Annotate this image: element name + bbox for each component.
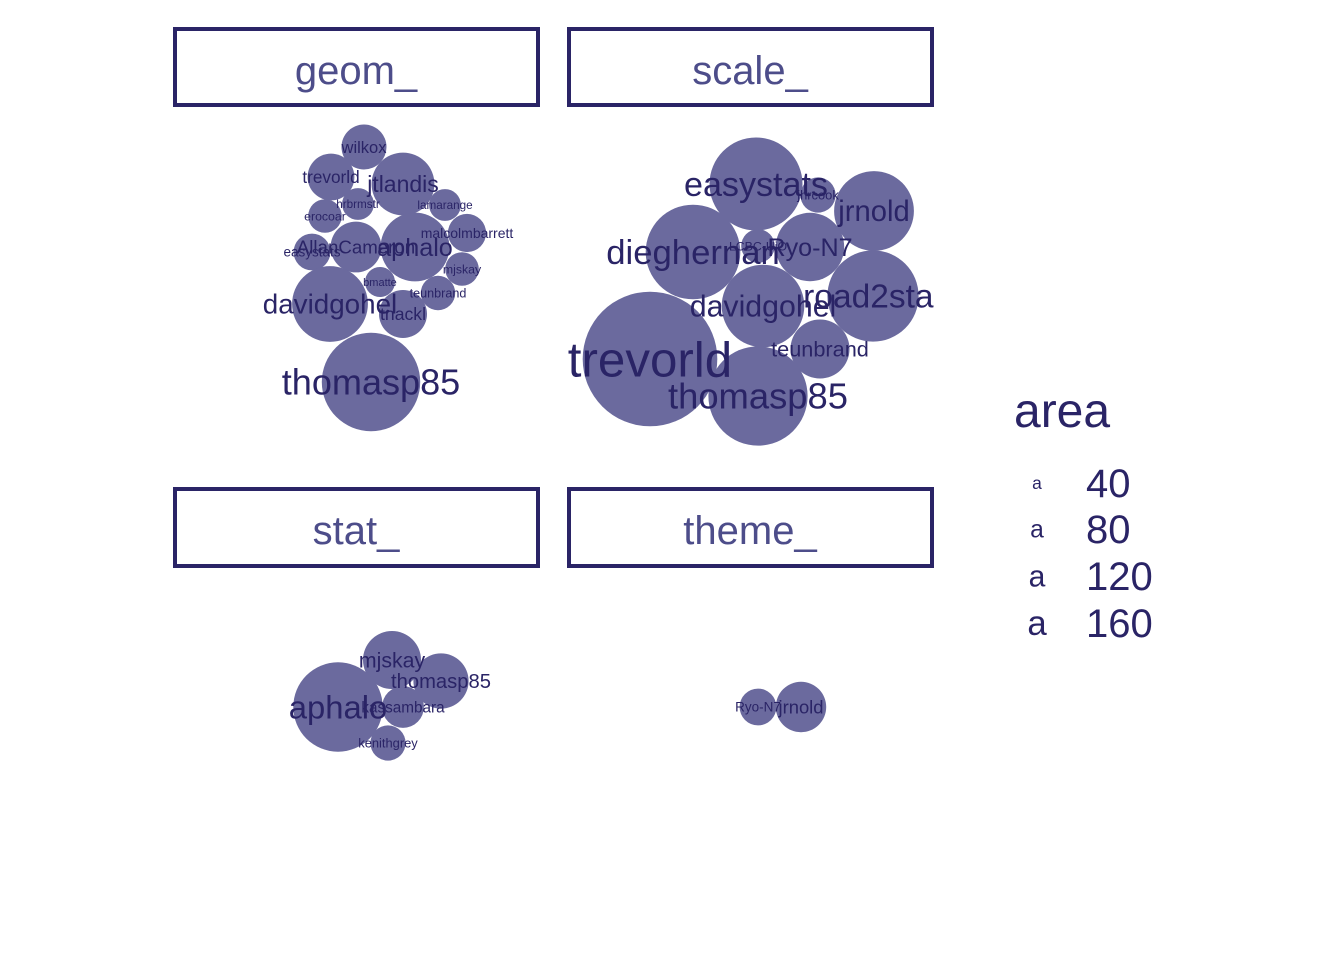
bubble-label-trevorld: trevorld — [568, 332, 732, 387]
bubble-label-easystats: easystats — [283, 245, 340, 260]
bubble-label-ryo-n7: Ryo-N7 — [735, 700, 781, 715]
bubble-ryo-n7 — [775, 212, 845, 282]
bubble-lcbc-uio — [741, 229, 775, 263]
bubble-trevorld — [307, 153, 355, 201]
bubble-label-davidgohel: davidgohel — [690, 291, 837, 324]
bubble-trevorld — [582, 291, 718, 427]
bubble-label-trevorld: trevorld — [302, 167, 359, 187]
bubble-label-kenithgrey: kenithgrey — [358, 736, 418, 751]
bubble-jrnold — [775, 681, 827, 733]
bubble-label-thomasp85: thomasp85 — [391, 671, 491, 693]
legend-keys: a 40 a 80 a 120 a 160 — [1027, 462, 1152, 646]
bubble-label-thomasp85: thomasp85 — [668, 376, 848, 417]
bubble-label-hrbrmstr: hrbrmstr — [336, 198, 380, 211]
bubble-thomasp85 — [321, 332, 421, 432]
bubble-label-lcbc-uio: LCBC-UiO — [729, 239, 787, 253]
bubble-thomasp85 — [413, 653, 469, 709]
bubble-label-jtlandis: jtlandis — [366, 171, 439, 197]
facet-strip-stat — [173, 487, 540, 568]
bubble-aphalo — [293, 662, 383, 752]
legend-key-symbol: a — [1029, 561, 1046, 594]
bubble-label-dieghernan: dieghernan — [606, 234, 780, 272]
bubble-dieghernan — [645, 204, 741, 300]
bubble-label-mjskay: mjskay — [359, 648, 426, 672]
bubble-label-davidgohel: davidgohel — [263, 289, 397, 320]
bubble-wilkox — [341, 124, 387, 170]
bubble-label-jrnold: jrnold — [778, 696, 824, 717]
bubble-jhrcook — [800, 177, 836, 213]
bubble-teunbrand — [420, 275, 456, 311]
legend-key-symbol: a — [1027, 604, 1047, 643]
bubble-label-jrnold: jrnold — [837, 196, 909, 228]
bubble-kassambara — [382, 686, 424, 728]
facet-title-scale: scale_ — [692, 49, 808, 93]
bubble-label-teunbrand: teunbrand — [410, 286, 467, 300]
bubble-label-bmatte: bmatte — [363, 277, 397, 289]
legend-title: area — [1014, 385, 1110, 438]
legend: area a 40 a 80 a 120 a 160 — [1014, 385, 1153, 646]
bubble-label-wilkox: wilkox — [341, 139, 388, 157]
bubble-erocoar — [308, 199, 342, 233]
bubble-thomasp85 — [708, 346, 808, 446]
bubble-teunbrand — [790, 319, 850, 379]
bubble-easystats — [293, 233, 331, 271]
facet-strip-scale — [567, 27, 934, 107]
bubble-jrnold — [834, 171, 914, 251]
bubble-tnackl — [379, 290, 427, 338]
bubble-malcolmbarrett — [447, 213, 487, 253]
bubble-hrbrmstr — [342, 188, 374, 220]
bubble-label-lamarange: lamarange — [417, 199, 472, 212]
bubble-label-aphalo: aphalo — [377, 234, 453, 262]
bubble-label-thomasp85: thomasp85 — [282, 362, 461, 403]
bubble-lamarange — [429, 189, 461, 221]
bubble-label-aphalo: aphalo — [289, 688, 388, 725]
bubble-mjskay — [445, 252, 479, 286]
bubble-label-mjskay: mjskay — [443, 262, 482, 276]
bubble-ryo-n7 — [739, 688, 777, 726]
facet-title-theme: theme_ — [683, 509, 817, 553]
bubble-davidgohel — [292, 266, 368, 342]
bubble-label-erocoar: erocoar — [304, 209, 346, 223]
legend-key-label: 120 — [1086, 555, 1153, 599]
bubble-label-easystats: easystats — [684, 166, 828, 204]
bubble-label-tnackl: tnackl — [380, 304, 426, 324]
bubble-label-allancameron: AllanCameron — [297, 237, 415, 258]
bubble-aphalo — [380, 212, 450, 282]
bubble-label-teunbrand: teunbrand — [771, 337, 869, 362]
bubble-bmatte — [365, 267, 395, 297]
bubble-label-malcolmbarrett: malcolmbarrett — [421, 225, 514, 241]
bubble-label-road2stat: road2stat — [803, 279, 943, 316]
legend-key-label: 40 — [1086, 462, 1131, 506]
bubble-allancameron — [330, 221, 382, 273]
bubble-label-ryo-n7: Ryo-N7 — [767, 234, 852, 262]
bubble-label-jhrcook: jhrcook — [796, 188, 839, 203]
facet-strip-theme — [567, 487, 934, 568]
legend-key-label: 160 — [1086, 602, 1153, 646]
facet-strip-geom — [173, 27, 540, 107]
facet-title-stat: stat_ — [313, 509, 400, 553]
bubble-mjskay — [363, 631, 421, 689]
bubble-jtlandis — [371, 152, 435, 216]
facet-title-geom: geom_ — [295, 49, 418, 93]
bubble-label-kassambara: kassambara — [361, 699, 445, 716]
bubble-road2stat — [827, 250, 919, 342]
legend-key-symbol: a — [1030, 517, 1044, 544]
bubble-easystats — [709, 137, 803, 231]
bubble-davidgohel — [721, 264, 805, 348]
legend-key-symbol: a — [1032, 473, 1042, 493]
legend-key-label: 80 — [1086, 508, 1131, 552]
bubble-kenithgrey — [370, 725, 406, 761]
